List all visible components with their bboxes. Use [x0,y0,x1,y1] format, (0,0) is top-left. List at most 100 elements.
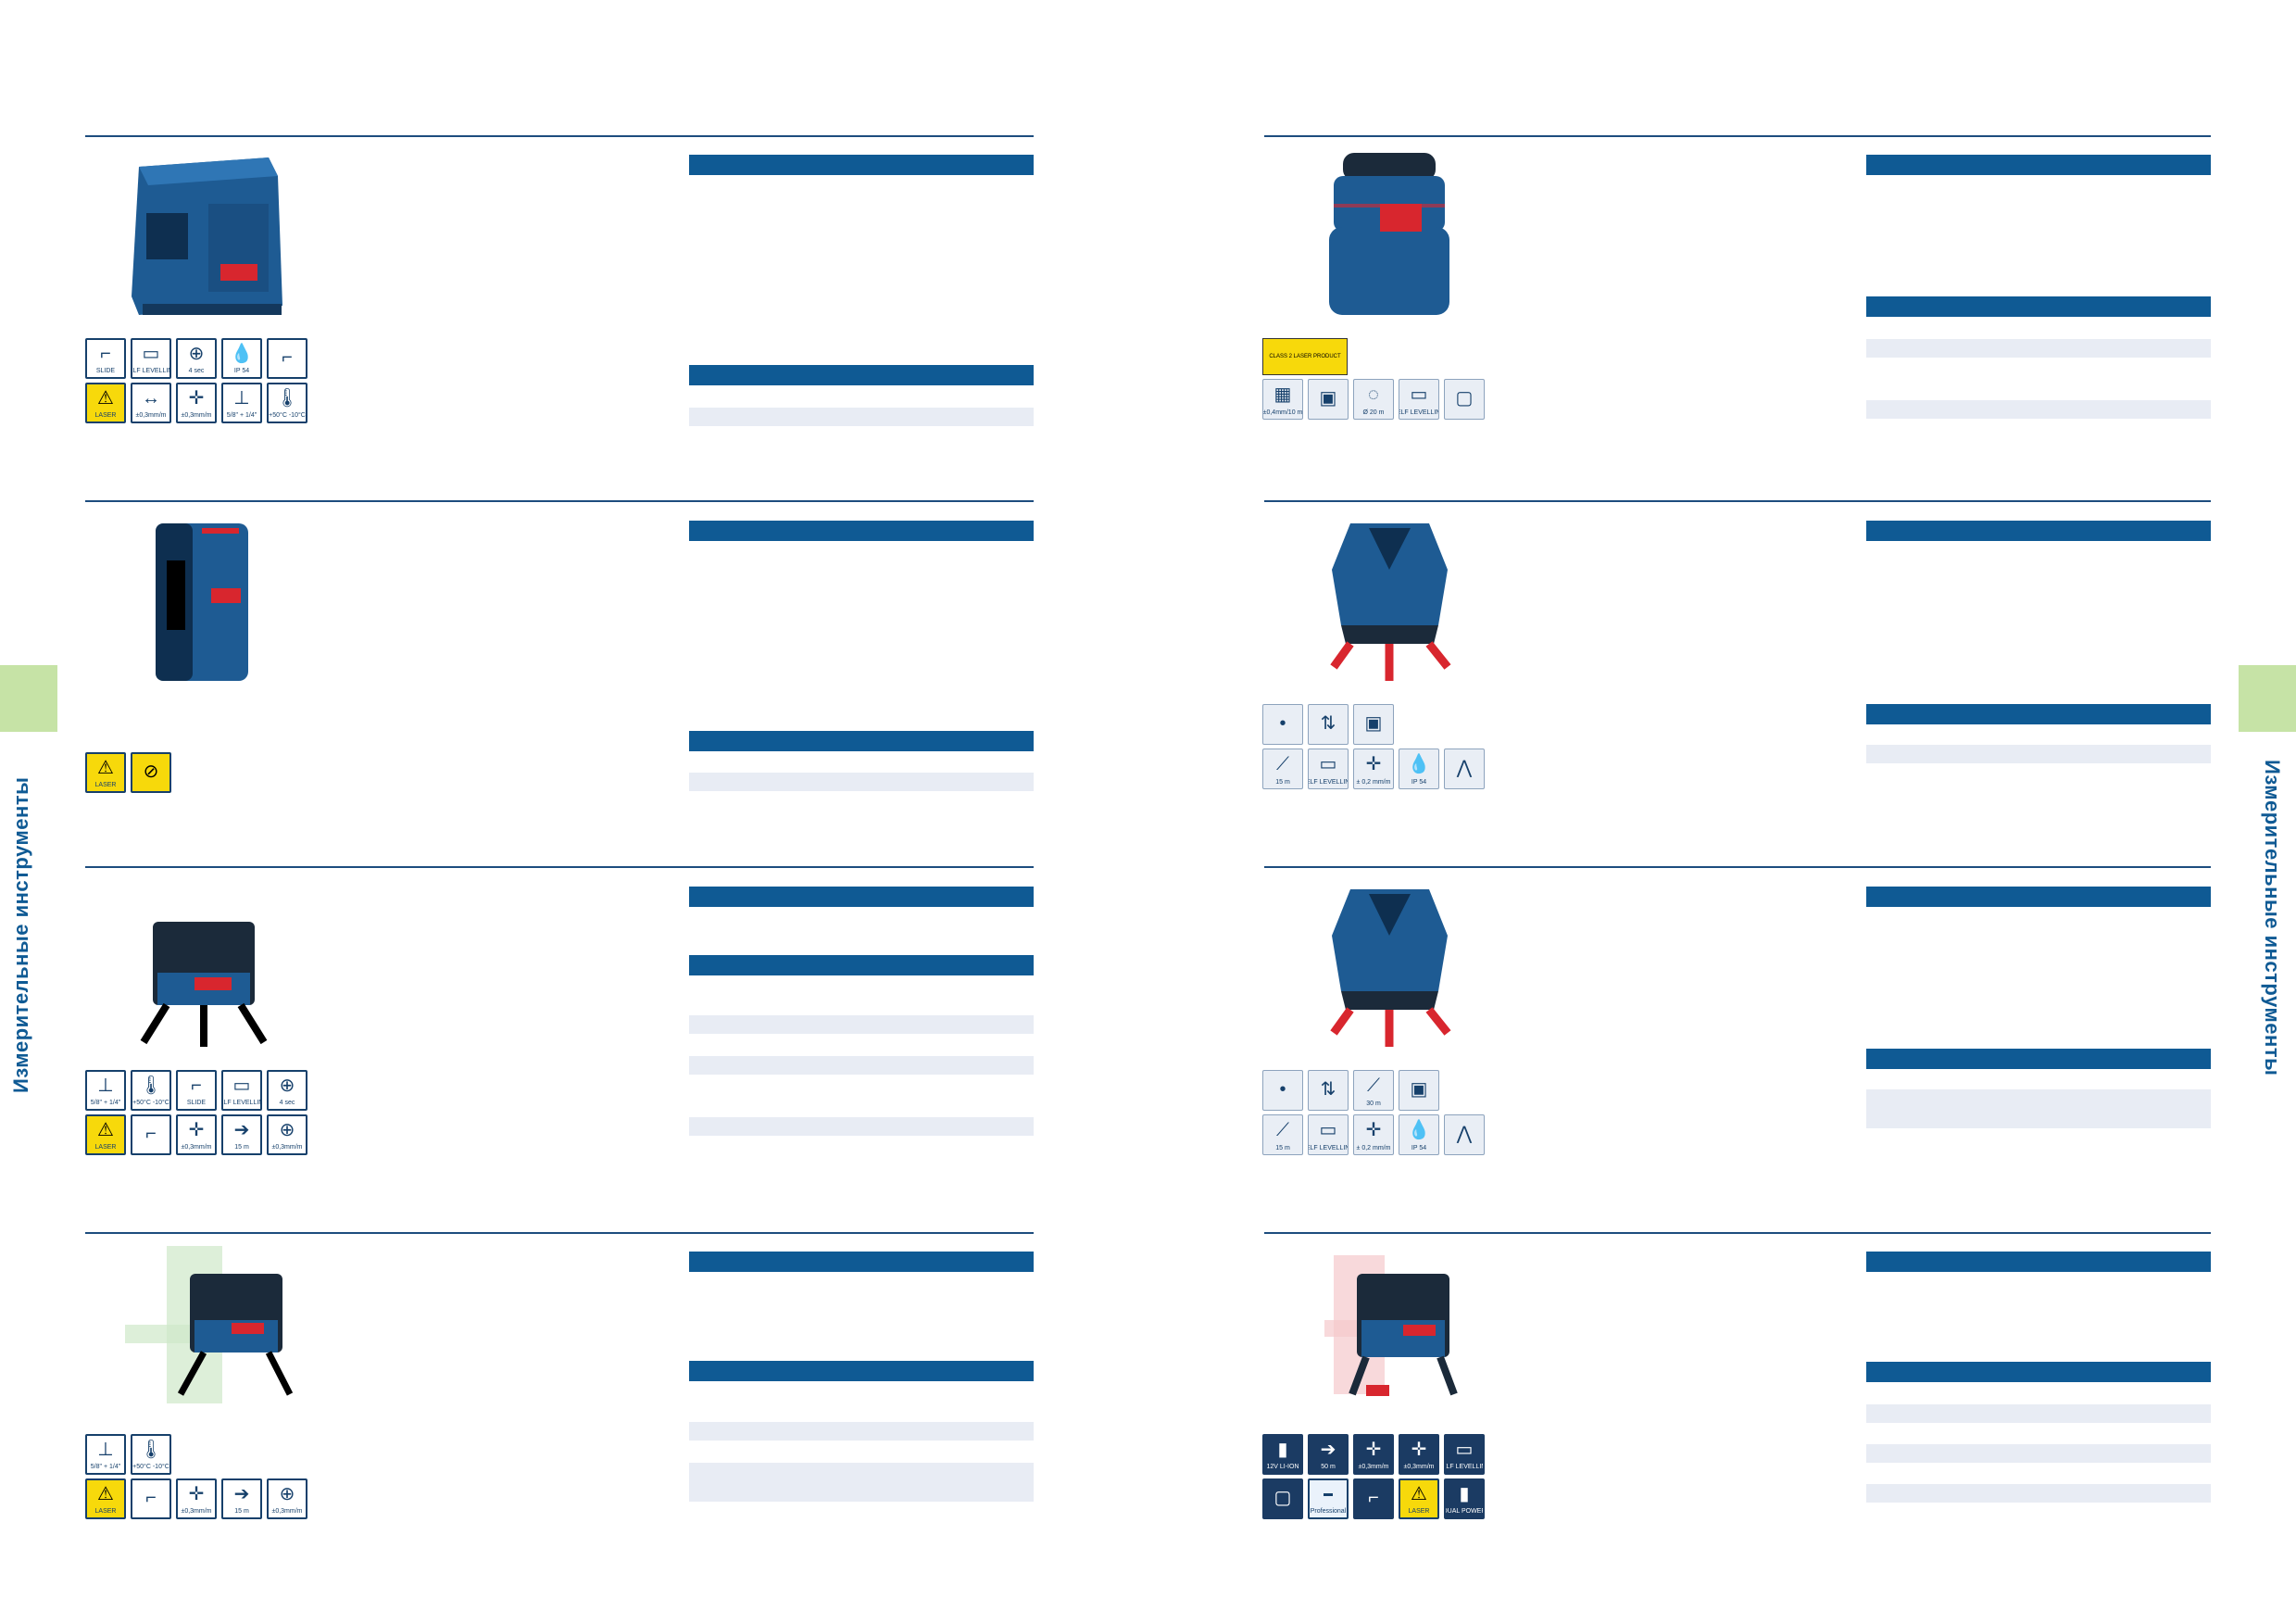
laser-class-icon: ⚠LASER [85,1478,126,1519]
product-image-green-combi-laser [125,1246,294,1403]
section-rule [85,500,1034,502]
dual-power-icon: ▮DUAL POWER [1444,1478,1485,1519]
spec-table-row [689,1056,1034,1075]
self-levelling-icon: ▭SELF LEVELLING [131,338,171,379]
spec-table-row [689,773,1034,791]
spec-table-header [1866,887,2211,907]
spec-table-row [689,1015,1034,1034]
range-icon: ⟋30 m [1353,1070,1394,1111]
chapter-tab-right [2239,665,2296,732]
wall-icon: ⌐ [131,1478,171,1519]
section-rule [85,866,1034,868]
wall-icon: ⌐ [267,338,307,379]
feature-icons-2: ⚠LASER ⊘ [85,752,171,793]
point-icon: • [1262,1070,1303,1111]
section-rule [85,135,1034,137]
feature-icons-1: ⌐SLIDE ▭SELF LEVELLING ⊕4 sec 💧IP 54 ⌐ ⚠… [85,338,307,423]
self-levelling-icon: ▭SELF LEVELLING [1399,379,1439,420]
spec-table-header [689,1361,1034,1381]
accuracy-icon: ✛±0,3mm/m [1353,1434,1394,1475]
accuracy-vertical-icon: ✛±0,3mm/m [1399,1434,1439,1475]
product-image-multi-line-laser [1330,523,1451,681]
ip54-icon: 💧IP 54 [1399,1114,1439,1155]
product-image-360-laser [1329,153,1449,315]
battery-12v-icon: ▮12V LI-ION [1262,1434,1303,1475]
professional-icon: ▬Professional [1308,1478,1349,1519]
accuracy-icon: ✛± 0,2 mm/m [1353,1114,1394,1155]
spec-table-header [689,955,1034,975]
spec-table-row [1866,400,2211,419]
temperature-icon: 🌡+50°C -10°C [131,1070,171,1111]
case-icon: ▢ [1262,1478,1303,1519]
spec-table-row [689,1422,1034,1441]
spec-table-header [689,521,1034,541]
self-levelling-icon: ▭SELF LEVELLING [1308,749,1349,789]
4sec-icon: ⊕4 sec [176,338,217,379]
range-icon: ⟋15 m [1262,749,1303,789]
temperature-icon: 🌡+50°C -10°C [267,383,307,423]
self-levelling-icon: ▭SELF LEVELLING [1444,1434,1485,1475]
icon-row: ⌐SLIDE ▭SELF LEVELLING ⊕4 sec 💧IP 54 ⌐ [85,338,307,379]
range-icon: ➔15 m [221,1114,262,1155]
box-icon: ▣ [1353,704,1394,745]
product-image-line-laser [156,523,248,681]
accuracy-icon: ▦±0,4mm/10 m [1262,379,1303,420]
spec-table-row [689,408,1034,426]
spec-table-header [1866,704,2211,724]
spec-table-row [1866,1484,2211,1503]
icon-row: ⊥5/8" + 1/4" 🌡+50°C -10°C ⌐SLIDE ▭SELF L… [85,1070,307,1111]
self-levelling-icon: ▭SELF LEVELLING [221,1070,262,1111]
spec-table-header [689,887,1034,907]
accuracy-vertical-icon: ⊕±0,3mm/m [267,1114,307,1155]
feature-icons-7: • ⇅ ⟋30 m ▣ ⟋15 m ▭SELF LEVELLING ✛± 0,2… [1262,1070,1485,1155]
diameter-icon: ◌Ø 20 m [1353,379,1394,420]
tripod-icon: ⋀ [1444,749,1485,789]
section-rule [1264,1232,2211,1234]
4sec-icon: ⊕4 sec [267,1070,307,1111]
range-icon: ⟋15 m [1262,1114,1303,1155]
spec-table-row [689,1463,1034,1502]
tripod-icon: ⋀ [1444,1114,1485,1155]
chapter-tab-left [0,665,57,732]
range-icon: ➔50 m [1308,1434,1349,1475]
section-rule [1264,500,2211,502]
no-eye-icon: ⊘ [131,752,171,793]
ip54-icon: 💧IP 54 [221,338,262,379]
slide-icon: ⌐SLIDE [85,338,126,379]
spec-table-row [1866,1444,2211,1463]
transfer-icon: ⇅ [1308,1070,1349,1111]
icon-row: ▦±0,4mm/10 m ▣ ◌Ø 20 m ▭SELF LEVELLING ▢ [1262,379,1485,420]
icon-row: ⚠LASER ⌐ ✛±0,3mm/m ➔15 m ⊕±0,3mm/m [85,1114,307,1155]
laser-warning-label: CLASS 2 LASER PRODUCT [1262,338,1348,375]
spec-table-header [689,1252,1034,1272]
product-image-multi-line-laser [1330,889,1451,1047]
transfer-icon: ⇅ [1308,704,1349,745]
wall-icon: ⌐ [1353,1478,1394,1519]
chapter-label-left: Измерительные инструменты [9,776,32,1093]
icon-row: ▮12V LI-ION ➔50 m ✛±0,3mm/m ✛±0,3mm/m ▭S… [1262,1434,1485,1475]
thread-icon: ⊥5/8" + 1/4" [85,1070,126,1111]
temperature-icon: 🌡+50°C -10°C [131,1434,171,1475]
spec-table-header [1866,155,2211,175]
thread-icon: ⊥5/8" + 1/4" [85,1434,126,1475]
spec-table-row [1866,339,2211,358]
icon-row: ⚠LASER ↔±0,3mm/m ✛±0,3mm/m ⊥5/8" + 1/4" … [85,383,307,423]
icon-row: ⚠LASER ⊘ [85,752,171,793]
box-icon: ▣ [1308,379,1349,420]
room-icon: ▢ [1444,379,1485,420]
icon-row: • ⇅ ⟋30 m ▣ [1262,1070,1485,1111]
section-rule [1264,866,2211,868]
product-image-line-laser [132,157,282,315]
laser-class-icon: ⚠LASER [85,1114,126,1155]
slide-icon: ⌐SLIDE [176,1070,217,1111]
range-icon: ➔15 m [221,1478,262,1519]
spec-table-row [1866,745,2211,763]
feature-icons-3: ⊥5/8" + 1/4" 🌡+50°C -10°C ⌐SLIDE ▭SELF L… [85,1070,307,1155]
ip54-icon: 💧IP 54 [1399,749,1439,789]
icon-row: • ⇅ ▣ [1262,704,1485,745]
product-image-connected-combi-laser [1324,1255,1458,1396]
accuracy-vertical-icon: ⊕±0,3mm/m [267,1478,307,1519]
wall-icon: ⌐ [131,1114,171,1155]
spec-table-row [1866,1089,2211,1128]
